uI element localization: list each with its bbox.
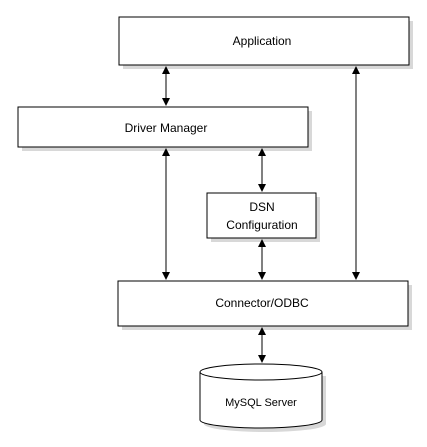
driver-manager-label: Driver Manager <box>125 121 208 135</box>
dsn-configuration-label-line2: Configuration <box>226 218 297 232</box>
application-node: Application <box>118 16 413 69</box>
application-label: Application <box>233 34 292 48</box>
dsn-configuration-label-line1: DSN <box>249 200 274 214</box>
dsn-configuration-node: DSN Configuration <box>206 192 320 242</box>
connector-odbc-label: Connector/ODBC <box>215 296 309 310</box>
driver-manager-node: Driver Manager <box>17 106 312 151</box>
edge-application-connector-odbc <box>352 66 360 280</box>
edge-driver-manager-connector-odbc <box>162 148 170 280</box>
mysql-server-label: MySQL Server <box>225 397 297 409</box>
edge-dsn-configuration-connector-odbc <box>258 239 266 280</box>
connector-odbc-node: Connector/ODBC <box>117 280 412 330</box>
edge-application-driver-manager <box>162 66 170 106</box>
edge-connector-odbc-mysql-server <box>258 327 266 363</box>
edge-driver-manager-dsn-configuration <box>258 148 266 192</box>
mysql-server-node: MySQL Server <box>199 363 326 432</box>
